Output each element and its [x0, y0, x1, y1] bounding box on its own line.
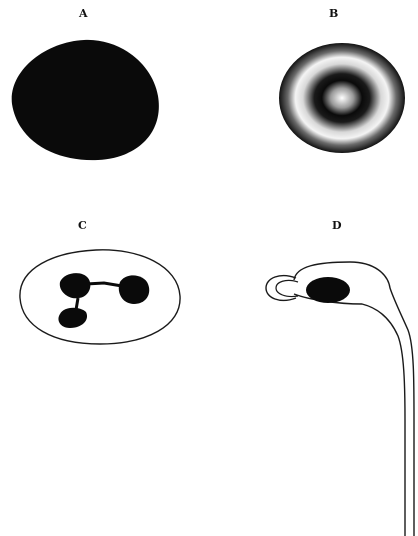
- multilobed-nucleus-cell-icon: [20, 250, 180, 344]
- solid-black-disc-icon: [12, 40, 159, 160]
- nucleus-strand-connecting: [86, 283, 122, 286]
- tailed-cell-icon: [294, 262, 414, 536]
- concentric-ring-cell-icon: [279, 43, 405, 153]
- nucleus-lobe-lower: [58, 308, 87, 328]
- cell-nucleus: [306, 277, 350, 303]
- nucleus-lobe-right: [119, 275, 149, 304]
- panel-b-cell: [279, 43, 405, 153]
- nucleus-strand-lower: [76, 298, 78, 310]
- panel-a-cell: [12, 40, 159, 160]
- nucleus-lobe-upper-left: [60, 273, 91, 298]
- panel-c-cell: [20, 250, 180, 344]
- panel-d-cell: [266, 262, 414, 536]
